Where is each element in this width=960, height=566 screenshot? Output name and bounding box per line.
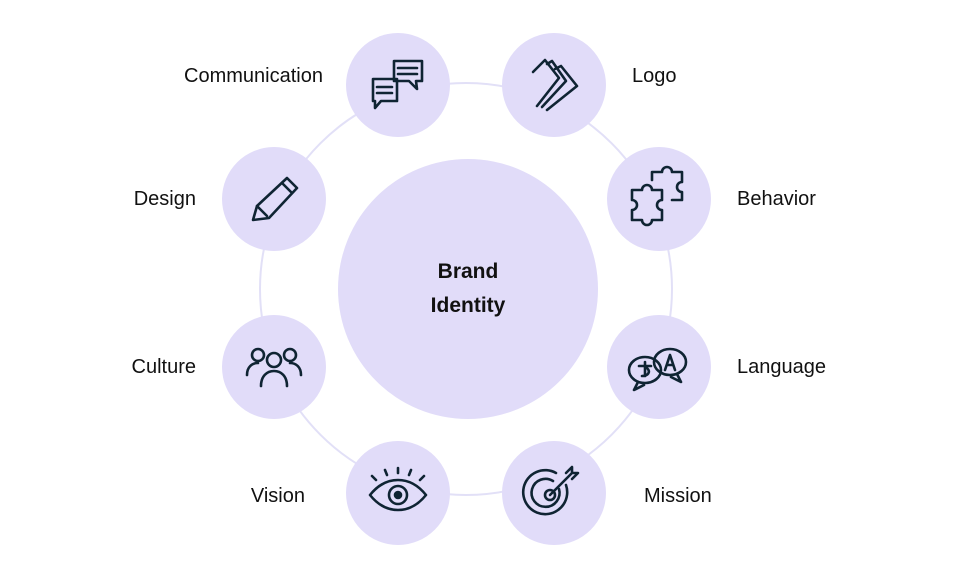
label-vision: Vision [250, 485, 305, 507]
orbit-ring [259, 82, 673, 496]
label-communication: Communication [184, 65, 323, 87]
node-logo [502, 33, 606, 137]
center-circle [338, 159, 598, 419]
node-culture [222, 315, 326, 419]
target-icon [521, 465, 580, 516]
node-language [607, 315, 711, 419]
label-culture: Culture [131, 356, 196, 378]
center-title: Brand Identity [368, 255, 568, 323]
label-behavior: Behavior [737, 188, 816, 210]
center-title-line2: Identity [430, 294, 506, 317]
logo-swoosh-icon [531, 58, 579, 112]
label-design: Design [133, 188, 196, 210]
node-mission [502, 441, 606, 545]
node-vision [346, 441, 450, 545]
chat-bubbles-icon [371, 59, 424, 110]
pencil-icon [251, 176, 299, 222]
people-icon [245, 347, 303, 388]
label-logo: Logo [632, 65, 677, 87]
node-behavior [607, 147, 711, 251]
translate-icon [627, 347, 688, 392]
center-title-line1: Brand [437, 260, 499, 283]
node-communication [346, 33, 450, 137]
label-language: Language [737, 356, 826, 378]
label-mission: Mission [644, 485, 712, 507]
eye-icon [368, 466, 428, 512]
puzzle-icon [630, 165, 684, 227]
node-design [222, 147, 326, 251]
